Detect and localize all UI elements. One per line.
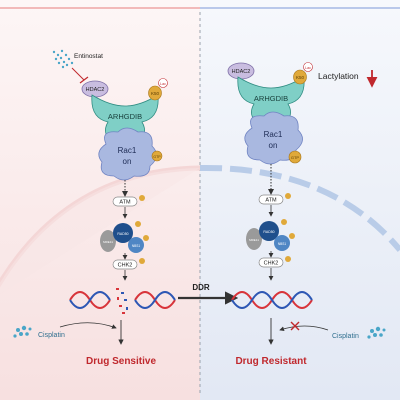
right-atm-label: ATM [265, 198, 277, 204]
left-mrn-b-label: RAD50 [117, 232, 128, 236]
left-rac1-state: on [123, 157, 132, 166]
left-dna-broken [69, 291, 176, 309]
right-cisplatin-blocked-icon [290, 321, 300, 331]
left-chk2-box [112, 259, 138, 270]
right-panel-bg [200, 0, 400, 400]
right-chk2-phospho [285, 256, 291, 262]
right-atm-phospho [285, 193, 291, 199]
right-mrn-c-label: NBS1 [278, 242, 287, 246]
left-gtp-shape [151, 150, 163, 162]
right-mrn-b-label: RAD50 [263, 230, 274, 234]
right-rac1-state: on [269, 141, 278, 150]
left-cisplatin-label: Cisplatin [38, 332, 65, 339]
entinostat-molecules [52, 49, 74, 69]
left-lac-label: Lac [160, 82, 166, 86]
right-lac-mark [303, 62, 313, 72]
left-mrn-b-shape [113, 223, 133, 243]
right-cisplatin-label: Cisplatin [332, 333, 359, 340]
left-chk2-label: CHK2 [118, 263, 133, 269]
left-dna-fragments [116, 288, 128, 314]
right-chk2-label: CHK2 [264, 261, 279, 267]
left-atm-box [112, 196, 138, 207]
left-k50-label: K50 [151, 91, 160, 96]
right-k50-label: K50 [296, 75, 305, 80]
left-mrn-c-label: NBS1 [132, 244, 141, 248]
entinostat-inhibit-bar [79, 76, 89, 84]
right-hdac2-label: HDAC2 [232, 69, 251, 75]
right-gtp-shape [288, 150, 302, 164]
left-rac1-shape [98, 127, 157, 181]
right-gtp-label: GTP [291, 155, 300, 160]
entinostat-inhibit-line [71, 67, 85, 81]
left-arhgdib-label: ARHGDIB [108, 112, 142, 121]
right-k50-shape [293, 69, 307, 85]
left-outcome-label: Drug Sensitive [86, 356, 156, 367]
right-mrn-phospho-1 [281, 219, 287, 225]
left-lac-mark [158, 78, 168, 88]
left-hdac2-label: HDAC2 [86, 87, 105, 93]
entinostat-label: Entinostat [74, 53, 103, 60]
left-k50-shape [148, 85, 162, 101]
right-chk2-box [258, 257, 284, 268]
right-mrn-c-shape [274, 235, 290, 251]
right-mrn-phospho-2 [289, 233, 295, 239]
left-nucleus-fill [0, 168, 200, 294]
right-arhgdib-shape [237, 76, 305, 123]
left-top-bar [0, 7, 200, 9]
lactylation-label: Lactylation [318, 71, 359, 81]
left-mrn-a-shape [100, 230, 116, 252]
right-nuclear-membrane [199, 164, 400, 252]
right-mrn-b-shape [259, 221, 279, 241]
left-mrn-c-shape [128, 237, 144, 253]
left-gtp-label: GTP [153, 155, 161, 159]
left-arhgdib-shape [91, 94, 159, 141]
ddr-label: DDR [192, 283, 210, 292]
right-cisplatin-icon [367, 326, 386, 339]
left-rac1-label: Rac1 [118, 146, 137, 155]
right-outcome-label: Drug Resistant [235, 356, 307, 367]
left-atm-label: ATM [119, 200, 131, 206]
right-rac1-shape [244, 111, 303, 165]
right-rac1-label: Rac1 [264, 130, 283, 139]
left-mrn-a-label: MRE11 [103, 240, 113, 244]
left-mrn-phospho-2 [143, 235, 149, 241]
right-mrn-a-shape [246, 228, 262, 250]
right-arhgdib-label: ARHGDIB [254, 94, 288, 103]
right-mrn-a-label: MRE11 [249, 238, 259, 242]
right-cisplatin-arrow [279, 325, 329, 332]
left-cisplatin-arrow [59, 322, 117, 329]
right-atm-box [258, 194, 284, 205]
left-mrn-phospho-1 [135, 221, 141, 227]
right-lac-label: Lac [305, 66, 311, 70]
right-top-bar [200, 7, 400, 9]
left-cisplatin-icon [13, 325, 32, 338]
right-dna-intact [231, 291, 313, 309]
left-chk2-phospho [139, 258, 145, 264]
left-atm-phospho [139, 195, 145, 201]
